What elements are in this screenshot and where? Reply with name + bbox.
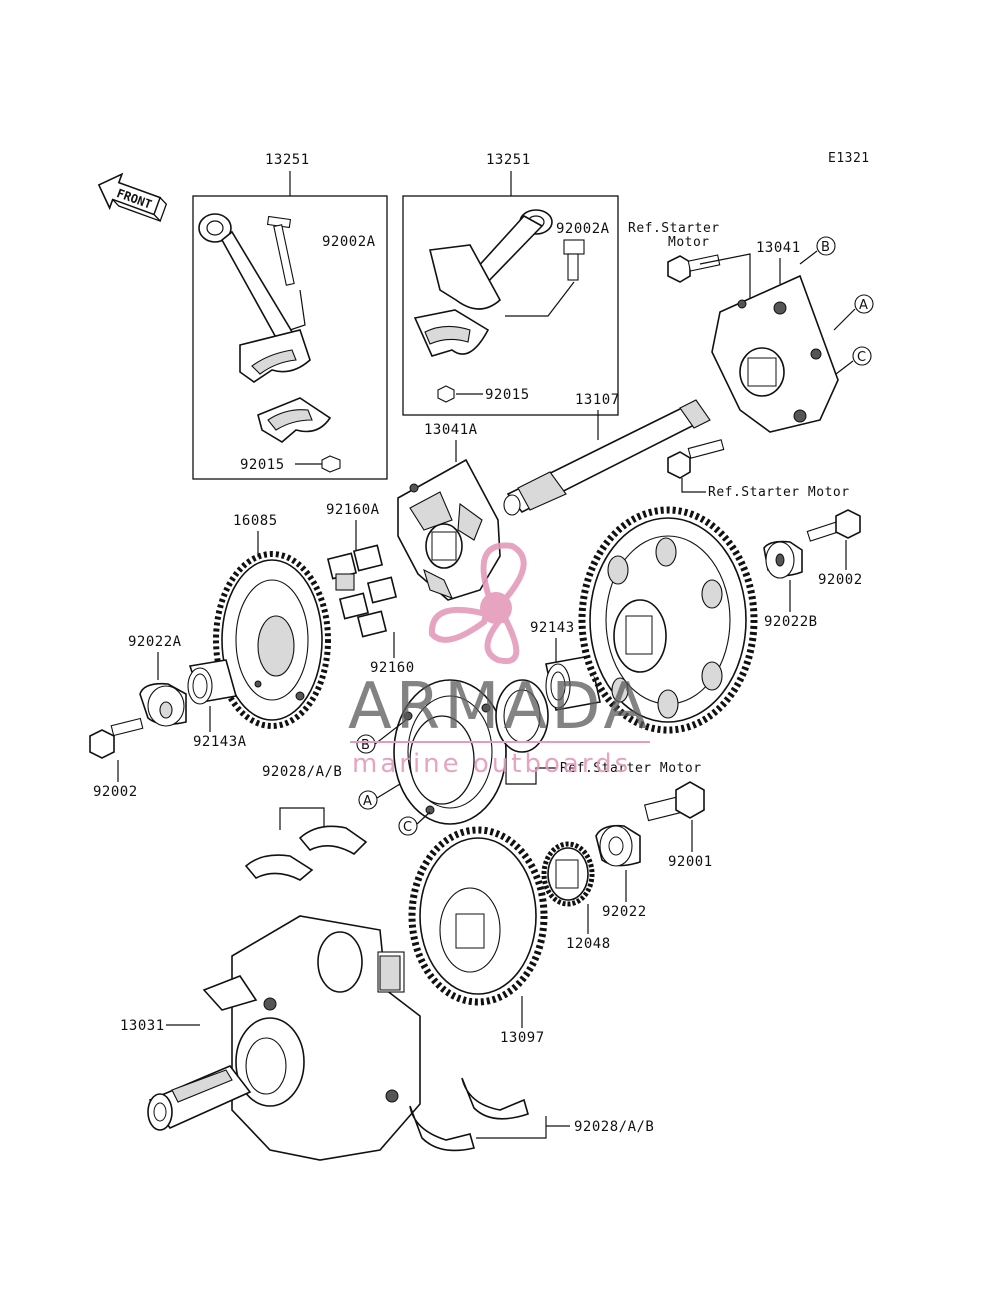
starter-clutch-13041A-group: 13041A — [397, 422, 501, 601]
crankshaft — [147, 915, 421, 1161]
shaft-13107-group: 13107 Ref.Starter Motor — [503, 392, 850, 516]
bolt-starter-top — [667, 254, 721, 283]
svg-text:A: A — [363, 794, 372, 809]
svg-text:B: B — [361, 738, 370, 753]
propeller-logo-icon — [428, 542, 527, 665]
bolt-92002-left — [89, 717, 144, 759]
nut-92015-right — [437, 385, 455, 403]
connecting-rod-left-group: 13251 92002A 92015 — [192, 152, 388, 480]
label-13041A: 13041A — [424, 422, 478, 438]
label-92022A: 92022A — [128, 634, 182, 650]
armada-watermark: ARMADA marine outboards — [348, 542, 651, 779]
label-92002A-left: 92002A — [322, 234, 376, 250]
bolt-92002A-right — [563, 239, 585, 255]
label-13041: 13041 — [756, 240, 801, 256]
damper-92160-group: 92160A 92160 — [326, 502, 415, 676]
balancer-gear-16085-group: 16085 — [213, 513, 331, 729]
label-92143: 92143 — [530, 620, 575, 636]
rod-right-box — [402, 195, 619, 416]
bearing-insert-top-1 — [244, 854, 314, 881]
large-gear-13097-group: 13097 — [408, 826, 548, 1046]
svg-text:B: B — [821, 240, 830, 255]
label-92028-top: 92028/A/B — [262, 764, 342, 780]
ref-starter-top-1: Ref.Starter — [628, 221, 720, 236]
ref-starter-top-2: Motor — [668, 235, 710, 250]
left-lower-group: 92022A 92143A 92002 — [89, 634, 247, 800]
diagram-code: E1321 — [828, 151, 870, 166]
label-13251-right: 13251 — [486, 152, 531, 168]
rubber-damper — [326, 544, 398, 638]
connecting-rod-right-group: 13251 92002A 92015 — [402, 152, 619, 416]
ref-starter-low: Ref.Starter Motor — [560, 761, 702, 776]
callout-c-mid — [398, 816, 418, 836]
bearing-inserts-top-group: 92028/A/B — [244, 764, 368, 881]
one-way-clutch-group: B A C Ref.Starter Motor — [356, 679, 702, 836]
bearing-insert-bottom-1 — [409, 1105, 475, 1152]
label-92015-right: 92015 — [485, 387, 530, 403]
right-lower-fasteners: 92001 92022 12048 — [541, 781, 713, 952]
label-92001: 92001 — [668, 854, 713, 870]
rod-left-box — [192, 195, 388, 480]
callout-c-top — [852, 346, 872, 366]
callout-b-top — [816, 236, 836, 256]
bolt-92002-right — [806, 509, 861, 542]
label-16085: 16085 — [233, 513, 278, 529]
starter-gear-group: 92143 — [530, 506, 758, 734]
starter-clutch-13041-group: Ref.Starter Motor 13041 B A C — [628, 221, 874, 433]
nut-92015-left — [321, 455, 341, 473]
label-92015-left: 92015 — [240, 457, 285, 473]
label-92022: 92022 — [602, 904, 647, 920]
label-13097: 13097 — [500, 1030, 545, 1046]
right-upper-fasteners: 92022B 92002 — [763, 509, 863, 630]
svg-text:A: A — [859, 298, 868, 313]
label-92028-bottom: 92028/A/B — [574, 1119, 654, 1135]
callout-a-mid — [358, 790, 378, 810]
label-92160: 92160 — [370, 660, 415, 676]
label-92143A: 92143A — [193, 734, 247, 750]
label-92022B: 92022B — [764, 614, 818, 630]
watermark-tagline: marine outboards — [352, 749, 631, 779]
watermark-brand: ARMADA — [348, 670, 651, 744]
connecting-rod-left — [198, 213, 311, 383]
ref-starter-mid: Ref.Starter Motor — [708, 485, 850, 500]
bearing-insert-top-2 — [298, 825, 368, 856]
label-92160A: 92160A — [326, 502, 380, 518]
connecting-rod-right — [429, 209, 553, 310]
crankshaft-13031-group: 13031 — [120, 915, 421, 1161]
bolt-92001 — [643, 781, 705, 822]
label-92002-left: 92002 — [93, 784, 138, 800]
svg-text:C: C — [857, 350, 866, 365]
label-13251-left: 13251 — [265, 152, 310, 168]
label-13031: 13031 — [120, 1018, 165, 1034]
label-12048: 12048 — [566, 936, 611, 952]
bearing-inserts-bottom-group: 92028/A/B — [409, 1077, 654, 1152]
svg-text:C: C — [403, 820, 412, 835]
bolt-92002A-left — [266, 215, 295, 286]
label-92002A-right: 92002A — [556, 221, 610, 237]
bolt-starter-mid — [667, 439, 725, 479]
callout-a-top — [854, 294, 874, 314]
label-92002-right: 92002 — [818, 572, 863, 588]
label-13107: 13107 — [575, 392, 620, 408]
front-arrow-icon: FRONT — [97, 172, 168, 223]
bearing-insert-bottom-2 — [461, 1077, 529, 1120]
